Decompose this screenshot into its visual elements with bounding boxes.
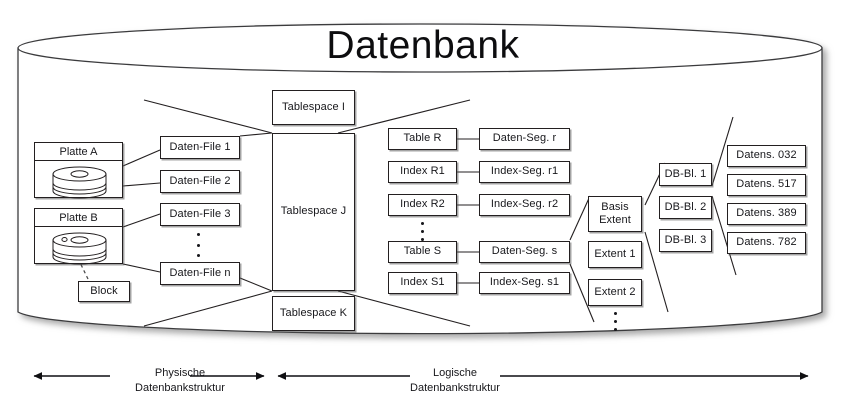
dbblock-to-record-connectors — [711, 116, 737, 276]
disk-to-file-connectors — [122, 149, 161, 273]
disk-platte-b-label: Platte B — [35, 209, 122, 227]
object-item[interactable]: Index R1 — [388, 161, 457, 183]
tablespace-to-object-connectors — [337, 99, 471, 327]
object-item[interactable]: Table S — [388, 241, 457, 263]
record-item[interactable]: Datens. 517 — [727, 174, 806, 196]
block-callout[interactable]: Block — [78, 281, 130, 302]
data-file-item[interactable]: Daten-File n — [160, 262, 240, 285]
disk-platte-a-label: Platte A — [35, 143, 122, 161]
disk-platte-b[interactable]: Platte B — [34, 208, 123, 265]
extent-item[interactable]: Extent 2 — [588, 279, 642, 306]
object-item[interactable]: Index S1 — [388, 272, 457, 294]
extent-item[interactable]: Extent 1 — [588, 241, 642, 268]
segment-item[interactable]: Index-Seg. r2 — [479, 194, 570, 216]
tablespace-item[interactable]: Tablespace J — [272, 133, 355, 291]
db-block-item[interactable]: DB-Bl. 2 — [659, 196, 712, 219]
segment-item[interactable]: Index-Seg. r1 — [479, 161, 570, 183]
extent-item[interactable]: Basis Extent — [588, 196, 642, 232]
disk-platter-icon — [52, 232, 107, 265]
physical-structure-axis-label: Physische Datenbankstruktur — [135, 367, 225, 394]
disk-platter-icon — [52, 166, 107, 199]
object-item[interactable]: Index R2 — [388, 194, 457, 216]
record-item[interactable]: Datens. 032 — [727, 145, 806, 167]
data-file-item[interactable]: Daten-File 2 — [160, 170, 240, 193]
record-item[interactable]: Datens. 389 — [727, 203, 806, 225]
segment-to-extent-connectors — [569, 195, 595, 323]
extent-ellipsis — [613, 312, 617, 331]
object-ellipsis — [420, 222, 424, 241]
segment-item[interactable]: Daten-Seg. r — [479, 128, 570, 150]
page-title: Datenbank — [326, 24, 520, 67]
logical-structure-axis-label: Logische Datenbankstruktur — [410, 367, 500, 394]
record-item[interactable]: Datens. 782 — [727, 232, 806, 254]
db-block-item[interactable]: DB-Bl. 3 — [659, 229, 712, 252]
data-file-item[interactable]: Daten-File 3 — [160, 203, 240, 226]
segment-item[interactable]: Index-Seg. s1 — [479, 272, 570, 294]
disk-platter-graphic — [35, 161, 122, 199]
db-block-item[interactable]: DB-Bl. 1 — [659, 163, 712, 186]
data-file-item[interactable]: Daten-File 1 — [160, 136, 240, 159]
object-item[interactable]: Table R — [388, 128, 457, 150]
file-to-tablespace-connectors — [143, 99, 273, 327]
data-file-ellipsis — [196, 233, 200, 257]
disk-platte-a[interactable]: Platte A — [34, 142, 123, 199]
disk-platter-graphic — [35, 227, 122, 265]
tablespace-item[interactable]: Tablespace K — [272, 296, 355, 331]
tablespace-item[interactable]: Tablespace I — [272, 90, 355, 125]
segment-item[interactable]: Daten-Seg. s — [479, 241, 570, 263]
object-to-segment-connectors — [457, 138, 479, 284]
